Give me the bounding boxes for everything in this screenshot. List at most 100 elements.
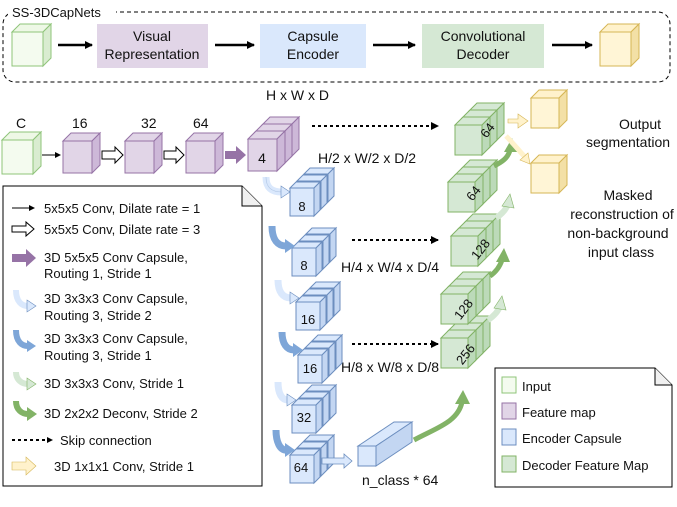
stem-feature-map-2 — [123, 131, 164, 175]
dec-conv-arrow-2-head — [501, 193, 515, 209]
enc-arrow-light-1-outline — [265, 176, 283, 193]
dim-label-eighth: H/8 x W/8 x D/8 — [341, 359, 439, 375]
dim-label-half: H/2 x W/2 x D/2 — [318, 150, 416, 166]
enc-arrow-dark-3-head — [285, 443, 295, 457]
enc-arrow-light-1 — [262, 176, 283, 196]
legend-block-input: Input — [522, 379, 551, 394]
feature-map-stack: 4 — [246, 115, 301, 173]
block-label-8a: 8 — [298, 199, 305, 214]
enc-arrow-light-2-head — [289, 291, 300, 305]
legend-arrow-conv-s1-head — [26, 377, 37, 391]
block-label-32: 32 — [297, 410, 311, 425]
legend-arrow-conv-s1 — [13, 371, 29, 387]
decoder-block-256: 256 — [439, 314, 492, 370]
stem-arrow-dilated-1 — [101, 145, 124, 165]
block-legend: Input Feature map Encoder Capsule Decode… — [494, 367, 673, 488]
stem-label-64: 64 — [193, 115, 209, 131]
legend-swatch-input — [501, 376, 517, 394]
deconv-arrow-from-class — [412, 401, 465, 443]
output-rec-text-4: input class — [588, 244, 654, 260]
pipeline-header: SS-3DCapNets Visual Representation Capsu… — [2, 4, 671, 83]
stem-arrow-dilated-2 — [163, 145, 185, 165]
stem-feature-map-3 — [184, 131, 225, 175]
legend-text-conv: 5x5x5 Conv, Dilate rate = 1 — [44, 201, 200, 216]
legend-text-dilated: 5x5x5 Conv, Dilate rate = 3 — [44, 222, 200, 237]
encoder-caps-32: 32 — [290, 383, 338, 435]
legend-frame — [2, 185, 263, 487]
stem-input-cube — [0, 130, 43, 176]
encoder-caps-8b: 8 — [290, 226, 338, 278]
legend-swatch-decoder — [501, 455, 517, 473]
stage-visual-label-2: Representation — [105, 46, 200, 62]
stage-decoder-label: Convolutional — [441, 28, 526, 44]
output-rec-text-1: Masked — [603, 187, 652, 203]
output-rec-text-2: reconstruction of — [570, 206, 674, 222]
output-seg-text-1: Output — [619, 116, 661, 132]
header-title-bg — [8, 4, 116, 20]
legend-text-caps-r1-b: Routing 1, Stride 1 — [44, 266, 152, 281]
encoder-caps-8a: 8 — [288, 166, 336, 218]
stem-label-32: 32 — [141, 115, 157, 131]
stage-visual-representation — [97, 24, 208, 68]
legend-arrow-deconv — [13, 400, 29, 417]
dec-conv-arrow-1-head — [493, 295, 507, 311]
output-seg-text-2: segmentation — [586, 134, 670, 150]
legend-text-skip: Skip connection — [60, 433, 152, 448]
decoder-block-128a: 128 — [449, 212, 502, 268]
legend-block-encoder: Encoder Capsule — [522, 431, 622, 446]
block-label-16a: 16 — [301, 312, 315, 327]
legend-text-caps-s1-b: Routing 3, Stride 1 — [44, 348, 152, 363]
decoder-block-128b: 128 — [439, 270, 492, 326]
enc-arrow-light-2 — [274, 279, 292, 302]
deconv-arrow-3 — [492, 149, 513, 169]
decoder-block-64b: 64 — [446, 158, 499, 214]
class-capsule-block — [356, 421, 414, 467]
enc-arrow-dark-3 — [272, 429, 287, 454]
stem-label-16: 16 — [72, 115, 88, 131]
stage-decoder-label-2: Decoder — [457, 46, 510, 62]
stage-capsule-label: Capsule — [287, 28, 339, 44]
block-legend-fold — [654, 368, 672, 386]
output-arrow-seg — [507, 113, 529, 129]
deconv-arrow-2 — [488, 259, 505, 279]
deconv-arrow-from-class-head — [455, 390, 470, 404]
legend-text-deconv: 3D 2x2x2 Deconv, Stride 2 — [44, 406, 198, 421]
output-arrow-rec-head — [519, 152, 531, 165]
legend-text-caps-s2: 3D 3x3x3 Conv Capsule, — [44, 291, 188, 306]
dim-label-full: H x W x D — [266, 87, 329, 103]
legend-arrow-dilated — [11, 220, 35, 238]
legend-text-caps-s1: 3D 3x3x3 Conv Capsule, — [44, 331, 188, 346]
encoder-caps-16b: 16 — [296, 333, 344, 385]
block-label-4: 4 — [258, 150, 266, 166]
enc-arrow-dark-2-head — [293, 343, 303, 357]
stem-arrow-capsule — [225, 146, 246, 164]
legend-arrow-1x1 — [11, 456, 37, 476]
dim-label-quarter: H/4 x W/4 x D/4 — [341, 259, 439, 275]
block-legend-frame — [494, 367, 673, 488]
output-segmentation-cube — [529, 88, 569, 130]
legend-block-feature: Feature map — [522, 405, 596, 420]
output-rec-text-3: non-background — [567, 225, 668, 241]
legend-arrow-caps-s1 — [13, 329, 29, 349]
enc-arrow-dark-1-head — [285, 239, 295, 253]
encoder-caps-16a: 16 — [294, 280, 342, 332]
header-title: SS-3DCapNets — [12, 5, 101, 20]
caps-to-class-arrow — [321, 453, 353, 469]
stem-label-c: C — [16, 115, 26, 131]
legend-arrow-deconv-head — [27, 407, 37, 421]
stem-feature-map-1 — [61, 131, 102, 175]
stage-capsule-encoder — [260, 24, 366, 68]
legend-block-decoder: Decoder Feature Map — [522, 458, 648, 473]
class-capsule-label: n_class * 64 — [362, 472, 438, 488]
legend-swatch-encoder — [501, 428, 517, 446]
enc-arrow-light-3 — [274, 381, 289, 404]
enc-arrow-light-3-head — [286, 393, 297, 407]
legend-arrow-caps-s2-head — [26, 299, 37, 313]
legend-text-1x1: 3D 1x1x1 Conv, Stride 1 — [54, 459, 194, 474]
legend-text-conv-s1: 3D 3x3x3 Conv, Stride 1 — [44, 376, 184, 391]
output-reconstruction-cube — [529, 153, 569, 195]
stage-visual-label: Visual — [133, 28, 171, 44]
enc-arrow-light-1-head — [280, 185, 291, 199]
block-label-64: 64 — [294, 460, 308, 475]
